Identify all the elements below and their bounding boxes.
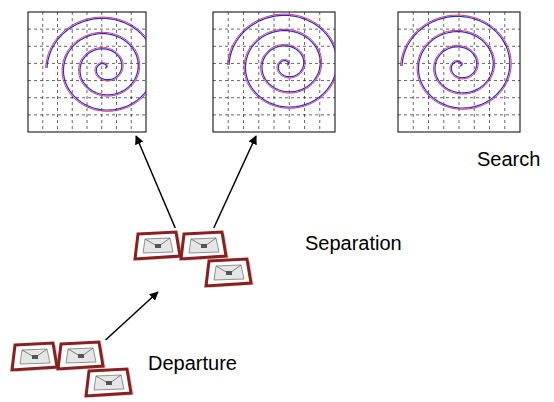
grid-line: [304, 12, 305, 132]
plot-group: Search: [22, 2, 532, 136]
grid-line: [213, 29, 335, 30]
grid-line: [258, 12, 259, 132]
grid-line: [28, 80, 146, 81]
spiral-path: [228, 14, 335, 108]
grid-line: [101, 12, 102, 132]
drone-icon: [12, 343, 60, 372]
flow-arrow: [214, 136, 256, 228]
grid-line: [42, 12, 43, 132]
grid-line: [116, 12, 117, 132]
grid-line: [87, 12, 88, 132]
spiral-path: [401, 15, 512, 109]
grid-line: [57, 12, 58, 132]
grid-line: [489, 12, 490, 132]
grid-line: [274, 12, 275, 132]
grid-line: [398, 114, 520, 115]
grid-line: [398, 29, 520, 30]
drone-icon: [181, 232, 229, 261]
flow-arrow: [136, 136, 175, 228]
grid-line: [213, 80, 335, 81]
spiral-plot: [213, 12, 338, 132]
plot-frame: [213, 12, 335, 132]
grid-line: [213, 97, 335, 98]
grid-line: [72, 12, 73, 132]
spiral-plot: [28, 12, 156, 132]
drone-group: Departure: [8, 340, 243, 400]
grid-line: [398, 97, 520, 98]
grid-line: [28, 46, 146, 47]
stage-label: Separation: [305, 232, 402, 255]
drone-icon: [86, 369, 134, 398]
drone-icon: [135, 232, 183, 261]
grid-line: [413, 12, 414, 132]
stage-label: Search: [477, 148, 540, 171]
grid-line: [213, 63, 335, 64]
grid-line: [443, 12, 444, 132]
grid-line: [28, 29, 146, 30]
stage-label: Departure: [148, 352, 237, 375]
grid-line: [28, 114, 146, 115]
grid-line: [28, 97, 146, 98]
spiral-plot: [398, 12, 520, 132]
spiral-path: [47, 18, 146, 110]
grid-line: [504, 12, 505, 132]
drone-icon: [58, 342, 106, 371]
drone-icon: [206, 259, 254, 288]
grid-line: [213, 114, 335, 115]
grid-line: [228, 12, 229, 132]
grid-line: [131, 12, 132, 132]
spiral-path: [46, 17, 146, 111]
flow-arrow: [106, 292, 158, 340]
grid-line: [398, 80, 520, 81]
plot-frame: [398, 12, 520, 132]
grid-line: [428, 12, 429, 132]
grid-line: [398, 63, 520, 64]
drone-group: Separation: [132, 228, 408, 292]
plot-frame: [28, 12, 146, 132]
